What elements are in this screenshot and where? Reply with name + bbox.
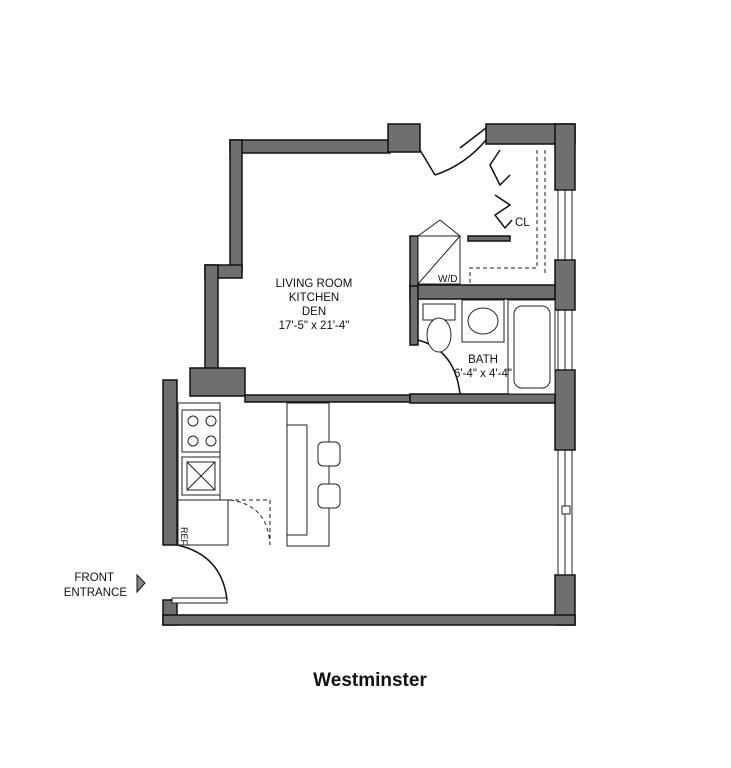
entrance-arrow-icon <box>136 573 146 594</box>
closet: CL <box>467 149 546 285</box>
living-label-line3: DEN <box>302 306 326 318</box>
entrance-line2: ENTRANCE <box>64 587 128 599</box>
walls <box>162 123 576 626</box>
wd-label: W/D <box>438 274 457 285</box>
living-room-label: LIVING ROOM KITCHEN DEN 17'-5" x 21'-4" <box>276 278 353 332</box>
bath-name: BATH <box>468 354 498 366</box>
bath-fixtures <box>422 299 556 395</box>
doors <box>170 127 487 604</box>
bath-size: 6'-4" x 4'-4" <box>454 368 512 380</box>
entrance-line1: FRONT <box>74 572 114 584</box>
ref-label: REF <box>179 527 189 546</box>
living-label-line2: KITCHEN <box>289 292 339 304</box>
closet-label: CL <box>515 217 530 229</box>
living-label-line1: LIVING ROOM <box>276 278 353 290</box>
washer-dryer: W/D <box>409 219 461 287</box>
front-entrance-label: FRONT ENTRANCE <box>64 572 128 599</box>
kitchen: REF <box>177 402 341 547</box>
windows <box>557 189 573 576</box>
plan-title: Westminster <box>313 670 427 691</box>
living-room-size: 17'-5" x 21'-4" <box>279 320 350 332</box>
bath-label: BATH 6'-4" x 4'-4" <box>454 354 512 380</box>
